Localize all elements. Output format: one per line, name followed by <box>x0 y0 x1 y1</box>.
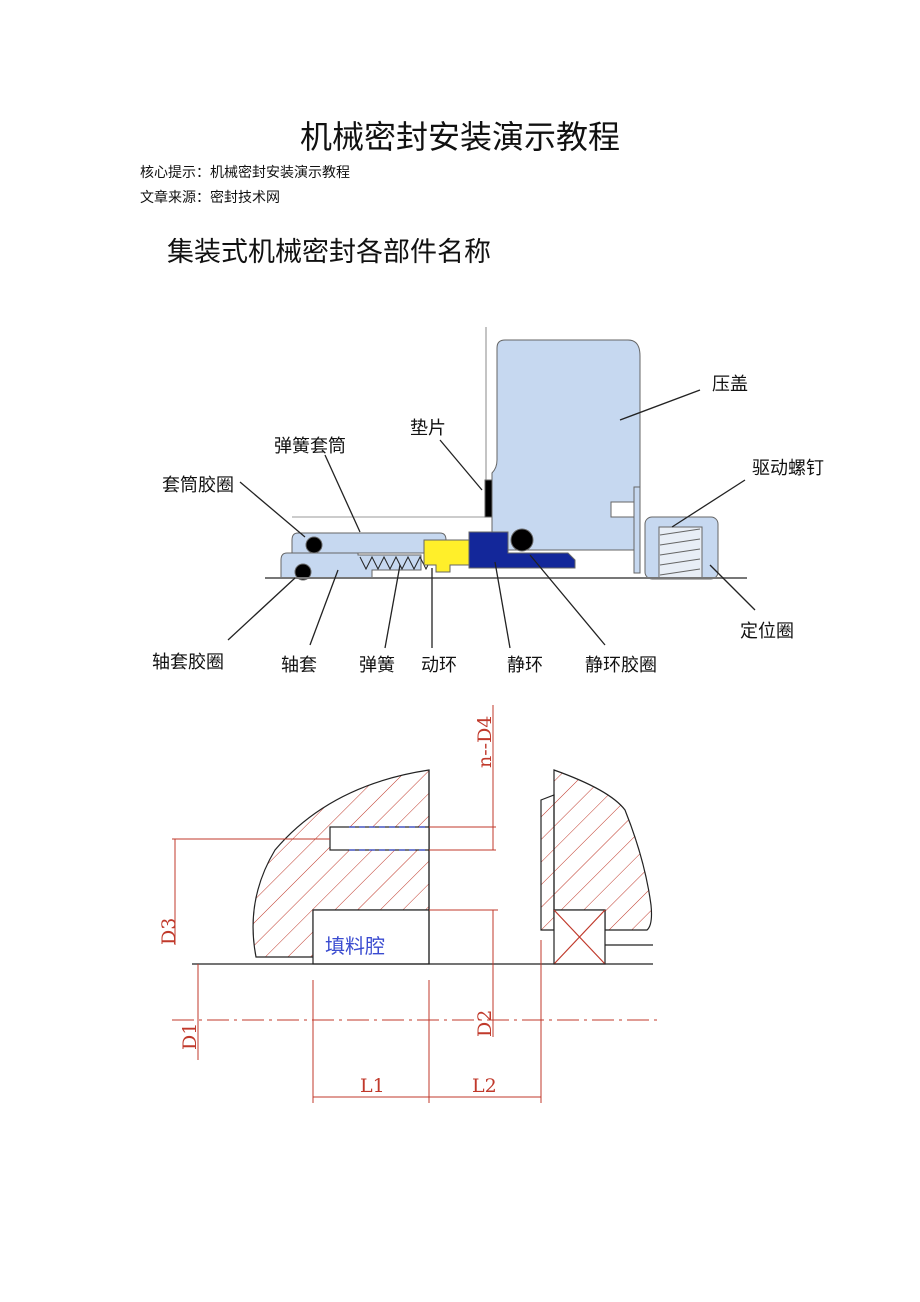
spring-shape <box>359 555 439 571</box>
dimension-lines <box>172 705 657 1103</box>
cavity-label: 填料腔 <box>325 934 385 958</box>
label-gasket: 垫片 <box>410 418 446 439</box>
article-source: 文章来源：密封技术网 <box>140 190 280 206</box>
label-locating-ring: 定位圈 <box>740 621 794 642</box>
dim-l1: L1 <box>360 1075 385 1097</box>
section-heading: 集装式机械密封各部件名称 <box>167 237 491 268</box>
core-hint: 核心提示：机械密封安装演示教程 <box>140 165 350 181</box>
shaft-sleeve-shape <box>280 552 422 579</box>
dim-d1: D1 <box>179 1023 201 1050</box>
label-shaft-sleeve: 轴套 <box>281 655 317 676</box>
stationary-ring-shape <box>468 531 576 569</box>
leader-lines <box>227 389 756 649</box>
shaft-sleeve-oring <box>294 563 312 581</box>
label-stationary-ring-oring: 静环胶圈 <box>585 655 657 676</box>
dim-d2: D2 <box>474 1010 496 1037</box>
sleeve-oring <box>305 536 323 554</box>
gland-lip <box>633 486 641 574</box>
label-rotating-ring: 动环 <box>421 655 457 676</box>
label-spring-sleeve: 弹簧套筒 <box>274 436 346 457</box>
label-shaft-sleeve-oring: 轴套胶圈 <box>152 652 224 673</box>
stationary-ring-oring <box>510 528 534 552</box>
label-stationary-ring: 静环 <box>507 655 543 676</box>
dim-l2: L2 <box>472 1075 497 1097</box>
label-sleeve-oring: 套筒胶圈 <box>162 475 234 496</box>
page-title: 机械密封安装演示教程 <box>299 118 620 156</box>
gasket-shape <box>484 479 493 518</box>
gland-right-section <box>553 769 653 931</box>
dim-d3: D3 <box>158 918 180 945</box>
label-spring: 弹簧 <box>359 655 395 676</box>
housing-left-section <box>252 769 430 958</box>
label-gland: 压盖 <box>712 374 748 395</box>
gland-shape <box>491 339 641 551</box>
dim-n-d4: n--D4 <box>474 716 496 768</box>
label-drive-screw: 驱动螺钉 <box>752 458 824 479</box>
tapped-hole <box>329 826 430 851</box>
